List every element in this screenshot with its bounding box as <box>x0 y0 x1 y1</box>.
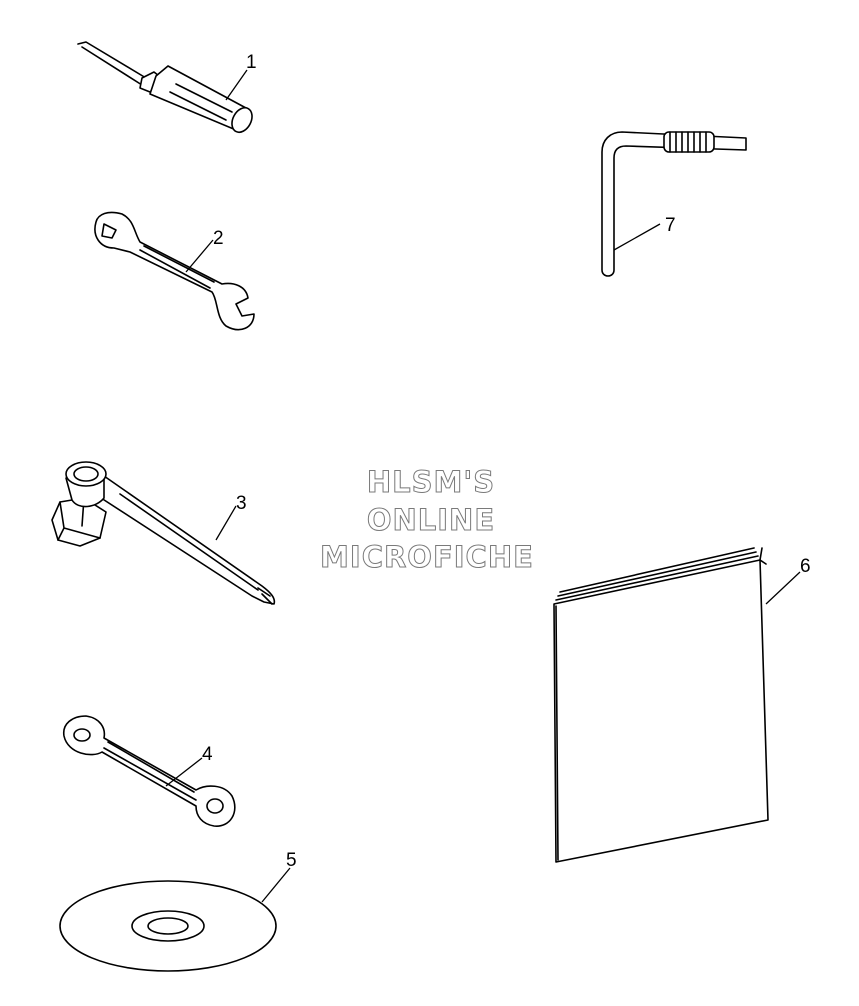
disc-icon[interactable] <box>59 880 277 972</box>
callout-1: 1 <box>246 52 257 73</box>
open-end-wrench-icon[interactable] <box>94 211 255 331</box>
callout-7: 7 <box>665 215 676 236</box>
watermark-line-1: HLSM'S <box>367 465 495 499</box>
watermark-line-3: MICROFICHE <box>320 540 534 574</box>
callout-2: 2 <box>213 228 224 249</box>
callout-3: 3 <box>236 493 247 514</box>
manual-booklet-icon[interactable] <box>553 547 769 863</box>
callout-4: 4 <box>202 744 213 765</box>
callout-6: 6 <box>800 556 811 577</box>
hex-key-icon[interactable] <box>601 131 747 277</box>
socket-wrench-icon[interactable] <box>51 461 276 605</box>
ring-wrench-icon[interactable] <box>62 715 236 827</box>
screwdriver-icon[interactable] <box>77 41 256 136</box>
watermark-line-2: ONLINE <box>367 503 495 537</box>
callout-5: 5 <box>286 850 297 871</box>
watermark: HLSM'S ONLINE MICROFICHE <box>320 465 534 575</box>
